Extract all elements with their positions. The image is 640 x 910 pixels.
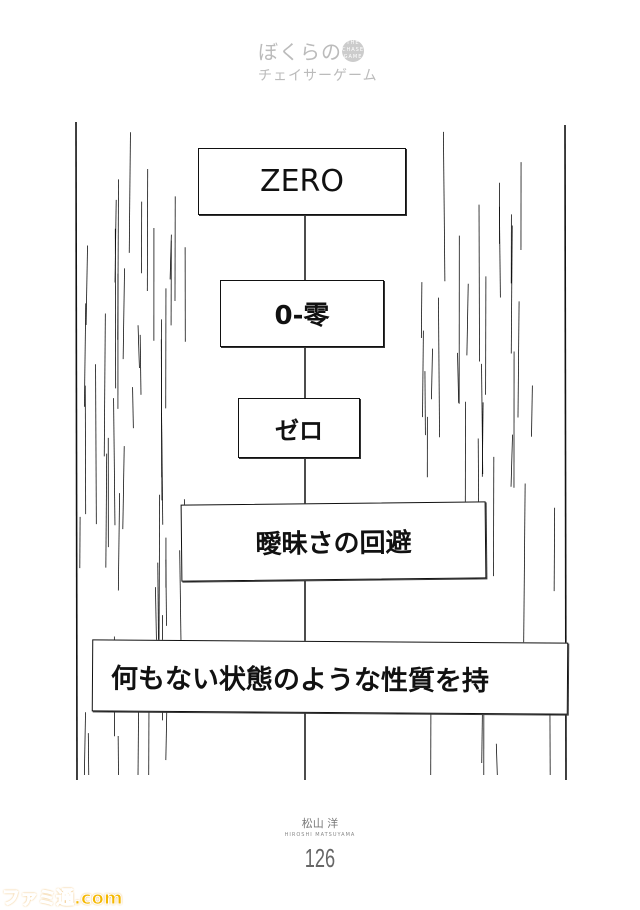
hatch-stroke xyxy=(496,744,497,775)
hatch-stroke xyxy=(86,246,87,326)
hatch-stroke xyxy=(166,560,167,626)
hatch-stroke xyxy=(524,483,525,642)
hatch-stroke xyxy=(118,493,119,590)
hatch-stroke xyxy=(123,446,124,529)
author-name: 松山 洋 xyxy=(0,815,640,831)
hatch-stroke xyxy=(458,353,459,403)
box-disambiguation: 曖昧さの回避 xyxy=(181,501,487,581)
page-number: 126 xyxy=(96,843,544,874)
hatch-stroke xyxy=(133,387,134,428)
hatch-stroke xyxy=(129,132,130,253)
hatch-stroke xyxy=(421,282,422,338)
hatch-stroke xyxy=(431,349,432,400)
hatch-stroke xyxy=(104,314,105,457)
box-zero-katakana: ゼロ xyxy=(238,398,360,458)
hatch-stroke xyxy=(531,385,532,436)
panel-border-left xyxy=(76,122,77,780)
hatch-stroke xyxy=(123,268,124,359)
hatch-stroke xyxy=(138,325,139,368)
hatch-stroke xyxy=(499,207,500,298)
hatch-stroke xyxy=(467,284,468,356)
hatch-stroke xyxy=(96,364,97,524)
box-description: 何もない状態のような性質を持 xyxy=(92,639,568,714)
hatch-stroke xyxy=(511,435,512,487)
hatch-stroke xyxy=(438,298,439,438)
hatch-stroke xyxy=(423,331,424,417)
hatch-stroke xyxy=(106,454,107,568)
box-zero: ZERO xyxy=(198,148,406,215)
hatch-stroke xyxy=(84,712,85,775)
hatch-stroke xyxy=(443,132,444,281)
hatch-stroke xyxy=(159,495,160,660)
hatch-stroke xyxy=(140,335,141,395)
hatch-stroke xyxy=(518,301,519,417)
watermark-logo: ファミ通.com xyxy=(2,884,123,910)
author-romaji: HIROSHI MATSUYAMA xyxy=(0,832,640,838)
hatch-stroke xyxy=(114,398,115,525)
box-zero-kanji: 0-零 xyxy=(220,280,384,347)
